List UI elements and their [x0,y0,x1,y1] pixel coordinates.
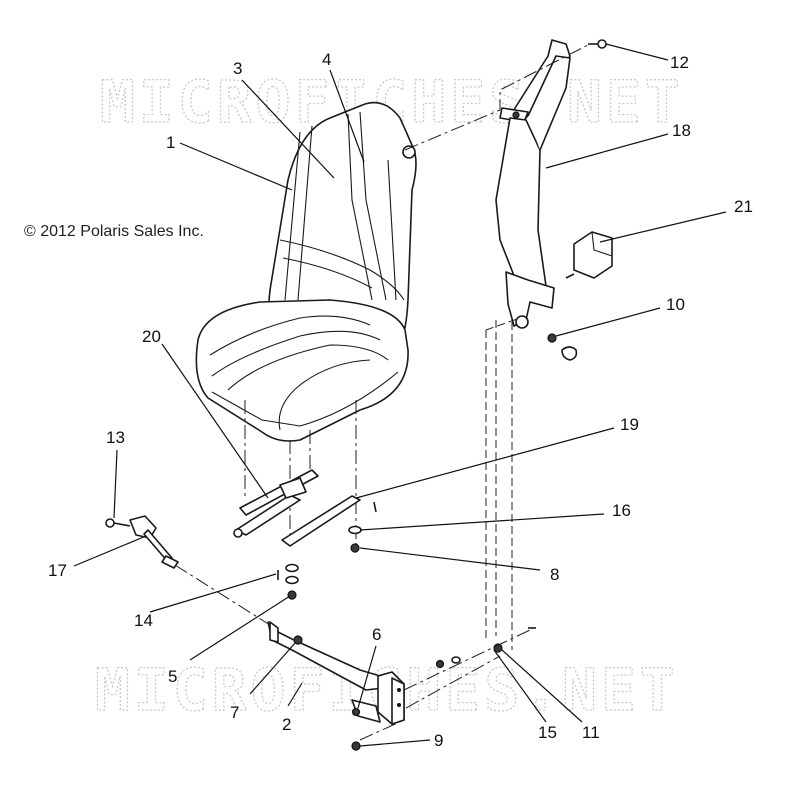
cushion-seam-side [278,359,371,431]
cover-edge [591,231,613,257]
callout-6: 6 [372,625,381,644]
lower-mount-line [403,629,531,691]
bracket-hole-1 [397,688,401,692]
backrest-seam-mid2 [359,111,387,301]
leader-1 [179,142,293,191]
leader-11 [501,649,583,723]
callout-9: 9 [434,731,443,750]
leader-15 [493,649,547,723]
cap-10 [561,346,578,361]
leader-10 [555,307,661,337]
retractor-pivot [515,315,529,329]
callout-19: 19 [620,415,639,434]
cushion-seam-front [227,344,389,391]
leader-20 [161,343,269,499]
cover-screw [565,273,575,279]
washer-16 [348,525,362,535]
slider-handle-knob [233,528,243,538]
lower-mount-line3 [359,719,405,741]
backrest-crease2 [282,257,373,289]
slider-rail-right [281,495,361,547]
callout-7: 7 [230,703,239,722]
leader-12 [605,43,669,61]
cushion-bottom-edge [211,371,399,427]
leader-17 [73,535,147,567]
washer-5b [285,575,299,585]
seat-top-ear [402,145,416,159]
backrest-seam-mid [347,113,373,301]
leader-8 [359,547,541,571]
retractor-body [505,271,555,327]
callout-21: 21 [734,197,753,216]
nut-10 [547,333,557,343]
screw-19-small [373,501,377,513]
nut-5 [287,590,297,600]
nut-lower [435,659,445,669]
callout-20: 20 [142,327,161,346]
bracket-upright-face [391,677,405,725]
callout-5: 5 [168,667,177,686]
callout-1: 1 [166,133,175,152]
bracket-hole-2 [397,703,401,707]
leader-6 [357,645,377,709]
leader-2 [287,682,303,707]
callout-3: 3 [233,59,242,78]
backrest-seam-right [387,159,397,301]
leader-3 [241,79,335,179]
callout-10: 10 [666,295,685,314]
top-mount-line [404,43,591,151]
backrest-crease [279,239,405,301]
seat-cushion [195,299,409,442]
leader-19 [355,427,615,499]
seat-slider-rails [233,469,361,547]
cushion-seam-back [209,315,371,356]
lower-mount-line2 [405,655,501,709]
callout-13: 13 [106,428,125,447]
callout-17: 17 [48,561,67,580]
nut-9 [351,741,361,751]
leader-9 [359,739,431,747]
leader-16 [359,513,605,531]
callout-18: 18 [672,121,691,140]
callout-16: 16 [612,501,631,520]
callout-15: 15 [538,723,557,742]
buckle-mount-line [174,564,271,626]
bolt-13-shaft [113,522,131,527]
bolt-12-head [597,39,607,49]
buckle-assembly [105,515,179,569]
d-ring-bolt [512,111,520,119]
buckle-tip [161,555,179,569]
leader-21 [599,211,727,243]
slider-latch [279,477,307,499]
leader-14 [149,573,277,613]
callout-12: 12 [670,53,689,72]
washer-lower-1 [451,656,461,664]
shoulder-belt [495,39,571,329]
leader-7 [249,641,297,695]
callout-2: 2 [282,715,291,734]
washer-5a [285,563,299,573]
route-line-4 [485,317,521,331]
cushion-seam-mid [211,330,381,377]
bracket-nut-6 [351,707,361,717]
nut-8 [350,543,360,553]
belt-back-strap [527,55,571,151]
leader-18 [545,133,669,169]
backrest-seam-left2 [297,125,313,301]
callout-14: 14 [134,611,153,630]
callout-8: 8 [550,565,559,584]
backrest-seam-left [284,131,301,301]
callout-11: 11 [582,723,600,742]
leader-13 [113,449,118,519]
bracket-tab-left [269,621,279,643]
callout-4: 4 [322,50,331,69]
seat-assembly [195,101,417,442]
leader-4 [329,69,365,163]
bolt-13-head [105,518,115,528]
leader-5 [189,595,291,661]
copyright-text: © 2012 Polaris Sales Inc. [24,223,204,240]
